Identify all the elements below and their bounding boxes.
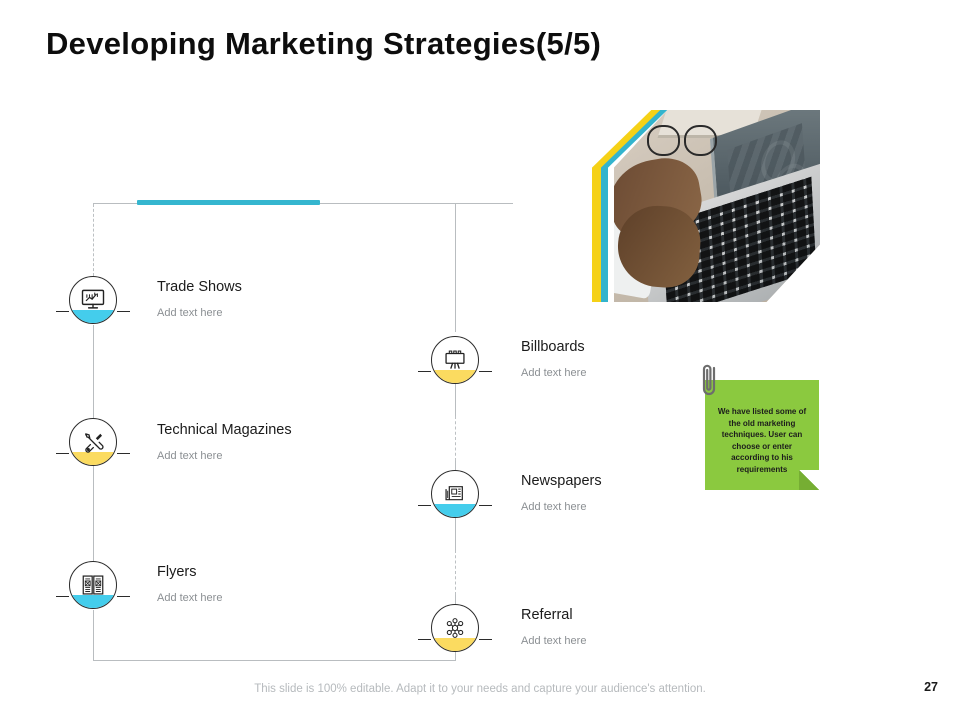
node-tick-left (56, 596, 69, 597)
label-flyers: Flyers Add text here (157, 564, 222, 604)
item-title: Trade Shows (157, 279, 242, 295)
node-fill-cyan (432, 504, 478, 517)
node-fill-cyan (70, 310, 116, 323)
node-tick-right (117, 596, 130, 597)
billboard-icon (431, 336, 479, 384)
item-subtitle[interactable]: Add text here (521, 367, 587, 379)
bottom-connector-line (93, 660, 455, 661)
item-title: Newspapers (521, 473, 602, 489)
connector-solid-left-1 (93, 325, 94, 418)
node-tick-left (418, 639, 431, 640)
node-fill-yellow (432, 638, 478, 651)
hexagon-photo (592, 110, 836, 302)
node-tick-right (117, 311, 130, 312)
brochure-icon (69, 561, 117, 609)
page-number: 27 (924, 680, 938, 694)
node-fill-cyan (70, 595, 116, 608)
node-tick-left (418, 505, 431, 506)
node-flyers[interactable] (56, 561, 130, 609)
connector-dashed-mid-1 (455, 416, 456, 461)
label-trade-shows: Trade Shows Add text here (157, 279, 242, 319)
node-tick-right (479, 505, 492, 506)
node-tick-right (117, 453, 130, 454)
newspaper-icon (431, 470, 479, 518)
laptop-typing-photo (614, 110, 820, 302)
connector-solid-left-2 (93, 468, 94, 561)
label-billboards: Billboards Add text here (521, 339, 586, 379)
node-fill-yellow (432, 370, 478, 383)
paperclip-icon (700, 362, 720, 400)
node-tick-left (56, 453, 69, 454)
node-tick-right (479, 371, 492, 372)
monitor-chart-icon (69, 276, 117, 324)
node-circle (431, 336, 479, 384)
connector-solid-left-3 (93, 610, 94, 660)
item-title: Referral (521, 607, 573, 623)
item-subtitle[interactable]: Add text here (157, 450, 223, 462)
node-tick-right (479, 639, 492, 640)
node-trade-shows[interactable] (56, 276, 130, 324)
node-circle (69, 561, 117, 609)
node-tick-left (56, 311, 69, 312)
label-referral: Referral Add text here (521, 607, 586, 647)
tools-icon (69, 418, 117, 466)
connector-solid-mid-1 (455, 384, 456, 416)
connector-solid-mid-3 (455, 518, 456, 550)
item-title: Billboards (521, 339, 585, 355)
connector-dashed-mid-2 (455, 550, 456, 595)
label-technical-magazines: Technical Magazines Add text here (157, 422, 292, 462)
item-subtitle[interactable]: Add text here (157, 307, 223, 319)
label-newspapers: Newspapers Add text here (521, 473, 602, 513)
footer-note: This slide is 100% editable. Adapt it to… (254, 683, 706, 695)
network-nodes-icon (431, 604, 479, 652)
item-subtitle[interactable]: Add text here (521, 635, 587, 647)
node-billboards[interactable] (418, 336, 492, 384)
connector-solid-mid-0 (455, 204, 456, 332)
node-newspapers[interactable] (418, 470, 492, 518)
sticky-note: We have listed some of the old marketing… (705, 380, 819, 490)
node-referral[interactable] (418, 604, 492, 652)
node-fill-yellow (70, 452, 116, 465)
sticky-note-text: We have listed some of the old marketing… (717, 407, 807, 474)
item-title: Flyers (157, 564, 197, 580)
item-subtitle[interactable]: Add text here (157, 592, 223, 604)
node-technical-magazines[interactable] (56, 418, 130, 466)
sticky-note-fold (799, 470, 819, 490)
page-title: Developing Marketing Strategies(5/5) (46, 26, 602, 61)
node-circle (69, 276, 117, 324)
node-tick-left (418, 371, 431, 372)
item-subtitle[interactable]: Add text here (521, 501, 587, 513)
item-title: Technical Magazines (157, 422, 292, 438)
teal-accent-bar (137, 200, 320, 205)
connector-dashed-left-1 (93, 204, 94, 276)
connector-solid-bottom-riser (455, 652, 456, 661)
